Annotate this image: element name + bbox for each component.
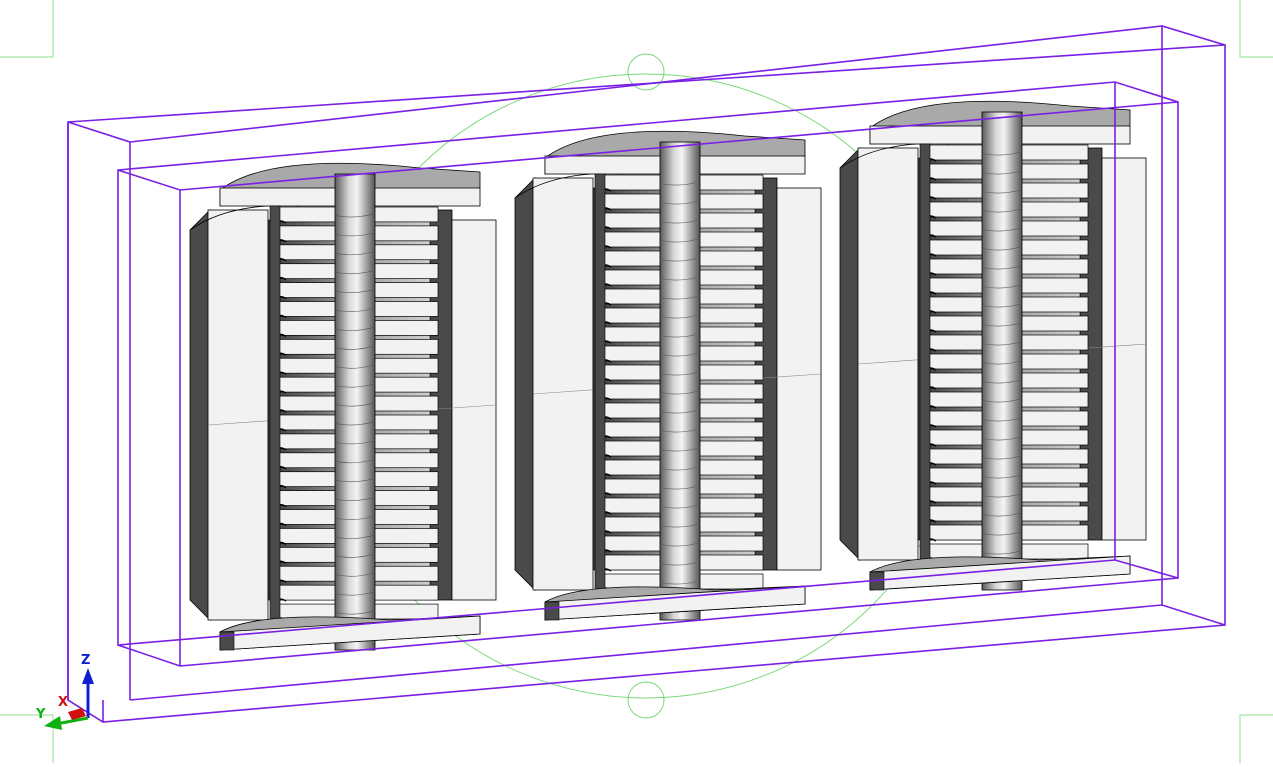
rod-thread (981, 303, 1023, 308)
coil-assembly-2[interactable] (514, 130, 822, 621)
rod-thread (981, 379, 1023, 384)
rod-thread (981, 455, 1023, 460)
rod-thread (981, 284, 1023, 289)
z-axis-arrow (82, 668, 94, 718)
coil-assembly-3[interactable] (839, 100, 1147, 591)
rod-thread (334, 269, 376, 275)
rod-thread (981, 360, 1023, 365)
rod-thread (334, 383, 376, 388)
x-axis-label: X (58, 695, 68, 710)
rod-thread (334, 402, 376, 407)
rod-thread (981, 322, 1023, 327)
rod-thread (334, 364, 376, 369)
rod-thread (981, 531, 1023, 536)
rod-thread (981, 436, 1023, 441)
rod-thread (334, 610, 376, 615)
rod-thread (334, 477, 376, 483)
rod-thread (659, 333, 701, 338)
rod-thread (334, 307, 376, 312)
shell-right-face (1101, 157, 1147, 541)
rod-thread (981, 208, 1023, 213)
rod-thread (334, 458, 376, 464)
outer-bounding-box[interactable] (67, 25, 1226, 723)
bottom-flange-side (544, 601, 560, 621)
rod-thread (659, 200, 701, 205)
rod-thread (981, 246, 1023, 251)
rod-thread (659, 523, 701, 528)
shell-left-side (189, 209, 211, 621)
rod-thread (981, 227, 1023, 232)
rod-thread (659, 561, 701, 566)
rod-thread (334, 288, 376, 293)
shell-right-face (451, 219, 497, 601)
x-axis-arrow (68, 708, 86, 720)
inner-bounding-box[interactable] (117, 81, 1179, 667)
rod-thread (659, 466, 701, 471)
shell-left-side (514, 177, 536, 591)
rod-thread (334, 326, 376, 331)
winding-left-edge (269, 205, 281, 623)
rod-thread (334, 213, 376, 218)
rod-thread (659, 238, 701, 243)
rod-thread (981, 189, 1023, 194)
shell-left-face (207, 209, 269, 621)
rod-thread (659, 181, 701, 186)
shell-left-face (532, 177, 594, 591)
rod-thread (659, 390, 701, 395)
rod-thread (334, 553, 376, 558)
rod-thread (659, 428, 701, 433)
center-rod (981, 111, 1023, 591)
rod-thread (659, 542, 701, 547)
center-rod (334, 173, 376, 651)
rod-thread (981, 493, 1023, 498)
coil-assembly-1[interactable] (189, 162, 497, 651)
y-axis-label: Y (35, 707, 46, 722)
axis-triad[interactable]: Z Y X (35, 653, 94, 730)
winding-left-edge (919, 143, 931, 563)
rod-thread (981, 417, 1023, 422)
rod-thread (334, 250, 376, 256)
shell-left-side (839, 147, 861, 561)
rod-thread (981, 151, 1023, 156)
rod-thread (659, 314, 701, 319)
rod-thread (334, 421, 376, 426)
rod-thread (981, 550, 1023, 555)
rod-thread (334, 534, 376, 539)
rod-thread (981, 265, 1023, 270)
rod-thread (981, 398, 1023, 403)
rod-thread (659, 409, 701, 414)
rod-thread (659, 485, 701, 490)
rod-thread (659, 504, 701, 509)
rod-thread (334, 572, 376, 577)
rod-thread (981, 170, 1023, 175)
rod-thread (659, 257, 701, 262)
rod-thread (981, 474, 1023, 479)
shell-right-face (776, 187, 822, 571)
rod-thread (334, 232, 376, 237)
rod-thread (659, 276, 701, 281)
rod-thread (659, 352, 701, 357)
winding-left-edge (594, 173, 606, 593)
rod-thread (334, 496, 376, 501)
rod-thread (334, 440, 376, 445)
rod-thread (659, 295, 701, 300)
rod-thread (981, 341, 1023, 346)
rod-thread (659, 371, 701, 376)
rod-thread (659, 580, 701, 585)
shell-left-face (857, 147, 919, 561)
rod-thread (334, 515, 376, 520)
rod-thread (334, 345, 376, 350)
z-axis-label: Z (81, 653, 90, 668)
center-rod (659, 141, 701, 621)
coil-assemblies[interactable] (189, 100, 1147, 651)
rod-thread (334, 591, 376, 596)
rod-thread (981, 512, 1023, 517)
rod-thread (659, 447, 701, 452)
rod-thread (659, 219, 701, 224)
y-axis-arrow (44, 716, 89, 730)
